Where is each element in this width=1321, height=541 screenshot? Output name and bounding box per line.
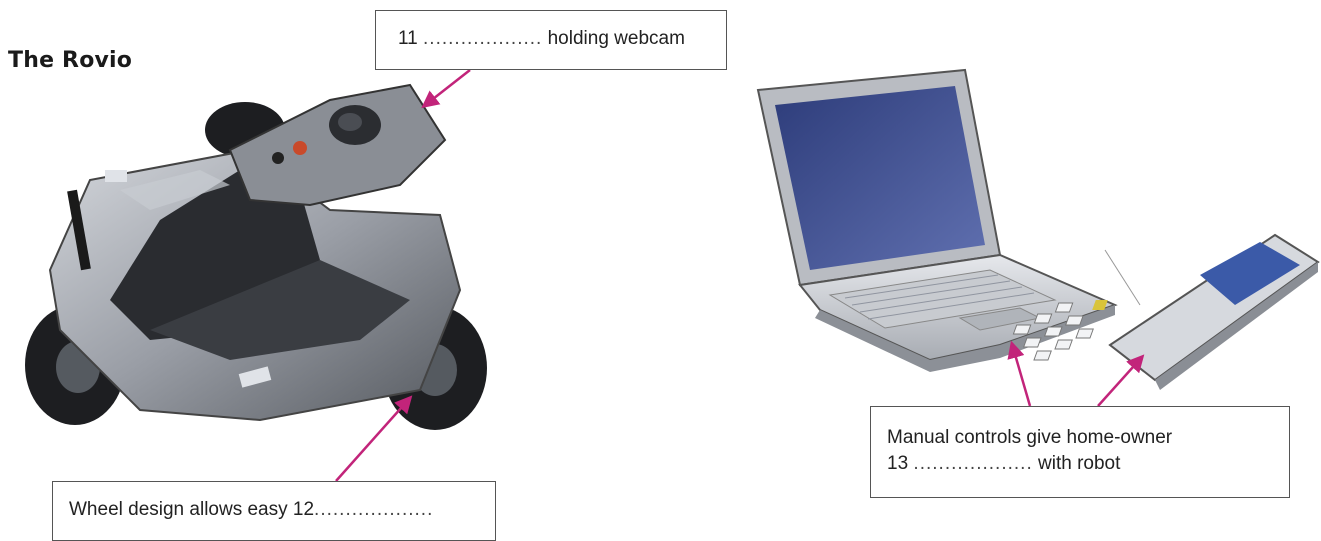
arrow-to-laptop: [1012, 344, 1030, 406]
laptop-screen: [775, 86, 985, 270]
label-text-12: Wheel design allows easy: [69, 499, 288, 520]
robot-head: [230, 85, 445, 205]
label-text-11: holding webcam: [548, 28, 685, 49]
arrow-to-webcam-holder: [424, 70, 470, 106]
label-box-13: Manual controls give home-owner 13 .....…: [870, 406, 1290, 498]
label-text-13-line1: Manual controls give home-owner: [887, 425, 1273, 451]
label-box-12: Wheel design allows easy 12.............…: [52, 481, 496, 541]
mobile-phone-illustration: [1013, 235, 1318, 390]
item-number-13: 13: [887, 453, 908, 474]
blank-11[interactable]: ...................: [423, 28, 542, 49]
item-number-12: 12: [293, 499, 314, 520]
rovio-robot-illustration: [25, 85, 487, 430]
blank-12[interactable]: ...................: [314, 499, 433, 520]
label-text-13: with robot: [1038, 453, 1120, 474]
arrow-to-wheels: [336, 398, 410, 481]
item-number-11: 11: [398, 28, 418, 49]
arrow-to-phone: [1098, 357, 1142, 406]
label-text-13-line2: 13 ................... with robot: [887, 451, 1273, 477]
label-box-11: 11 ................... holding webcam: [375, 10, 727, 70]
blank-13[interactable]: ...................: [913, 453, 1032, 474]
